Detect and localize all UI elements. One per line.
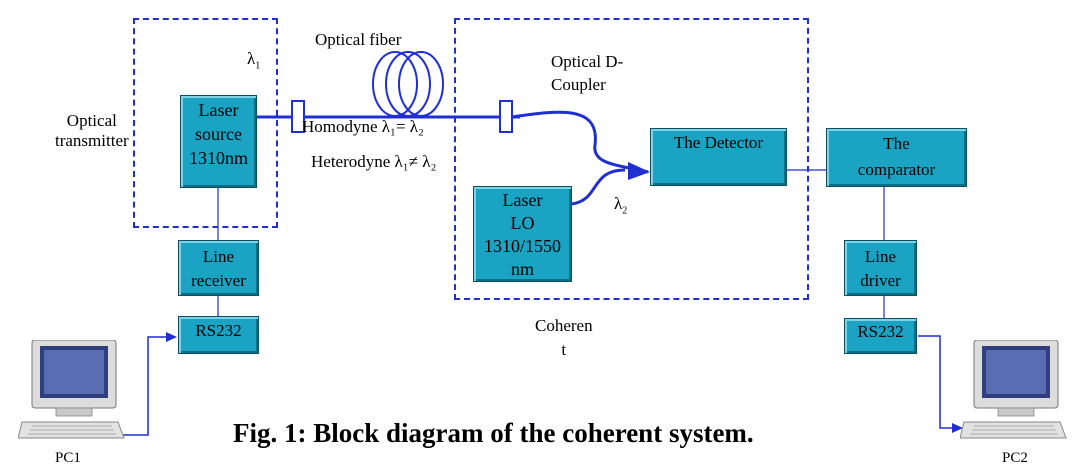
line-driver-box: Line driver bbox=[844, 240, 917, 296]
homodyne-label: Homodyne λ₁= λ₂ bbox=[302, 117, 424, 136]
optical-transmitter-label: Optical transmitter bbox=[55, 111, 129, 150]
lambda2-label: λ2 bbox=[614, 194, 628, 217]
pc1-arrow bbox=[166, 332, 177, 342]
fiber-connector-left bbox=[291, 100, 305, 133]
rs232-right-box: RS232 bbox=[844, 318, 917, 354]
detector-arrow bbox=[628, 162, 650, 180]
comparator-box: The comparator bbox=[826, 128, 967, 187]
pc1-label: PC1 bbox=[55, 450, 81, 466]
laser-lo-box: Laser LO 1310/1550 nm bbox=[473, 186, 572, 282]
figure-caption: Fig. 1: Block diagram of the coherent sy… bbox=[233, 418, 754, 448]
lo-path bbox=[571, 168, 626, 206]
optical-coupler-label: Optical D- Coupler bbox=[551, 52, 624, 94]
optical-transmitter-group bbox=[133, 18, 278, 228]
optical-fiber-label: Optical fiber bbox=[315, 30, 402, 49]
line-receiver-box: Line receiver bbox=[178, 240, 259, 296]
pc2-arrow bbox=[952, 423, 963, 433]
fiber-coil bbox=[372, 51, 444, 117]
coupler-path bbox=[511, 110, 649, 174]
pc1-rs232-line bbox=[110, 336, 170, 436]
rs232-pc2-line bbox=[918, 335, 958, 429]
laser-source-box: Laser source 1310nm bbox=[180, 95, 257, 188]
rs232-left-box: RS232 bbox=[178, 316, 259, 354]
coherent-label: Coheren t bbox=[535, 316, 593, 359]
pc1-computer-icon bbox=[18, 340, 128, 445]
pc2-computer-icon bbox=[960, 340, 1070, 445]
pc2-label: PC2 bbox=[1002, 450, 1028, 466]
lambda1-label: λ1 bbox=[247, 49, 261, 72]
heterodyne-label: Heterodyne λ₁≠ λ₂ bbox=[311, 152, 437, 171]
coherent-receiver-group bbox=[454, 18, 809, 300]
detector-box: The Detector bbox=[650, 128, 787, 186]
